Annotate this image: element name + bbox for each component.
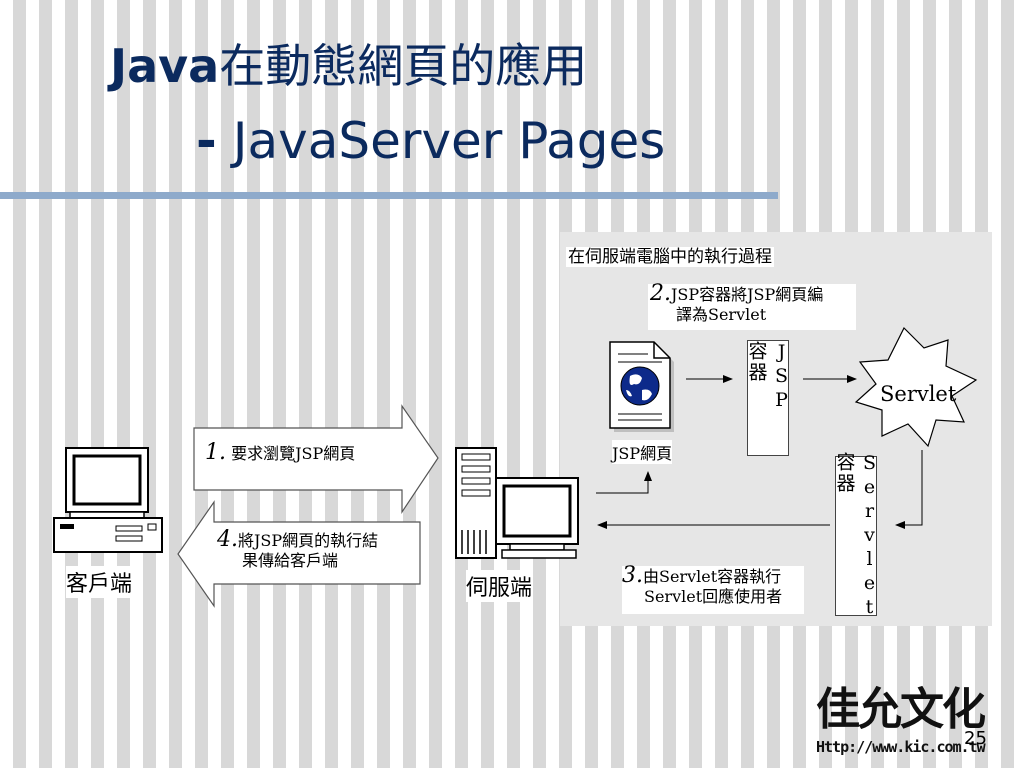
step2-label: 2.JSP容器將JSP網頁編 譯為Servlet: [648, 281, 856, 330]
server-panel-heading: 在伺服端電腦中的執行過程: [566, 247, 774, 267]
title-subtitle: JavaServer Pages: [232, 112, 666, 170]
logo-url: Http://www.kic.com.tw: [816, 738, 986, 756]
server-caption: 伺服端: [466, 570, 533, 602]
title-cjk: 在動態網頁的應用: [219, 39, 588, 93]
arrow-server-to-jsp-page: [596, 471, 652, 494]
step1-text: 要求瀏覽JSP網頁: [231, 444, 356, 463]
jsp-page-icon: [609, 341, 674, 432]
server-computer-icon: [455, 447, 579, 559]
step4-number: 4.: [217, 527, 238, 552]
step3-line2: Servlet回應使用者: [644, 587, 783, 606]
slide-title-line2: -JavaServer Pages: [196, 112, 665, 170]
step1-label: 1. 要求瀏覽JSP網頁: [205, 440, 355, 465]
title-underline: [0, 192, 778, 199]
step3-number: 3.: [622, 563, 643, 588]
publisher-logo: 佳允文化 Http://www.kic.com.tw: [816, 686, 1020, 766]
step1-number: 1.: [205, 440, 226, 465]
jsp-page-caption: JSP網頁: [612, 440, 673, 464]
step4-line2: 果傳給客戶端: [242, 551, 339, 570]
jsp-container-box: JSP 容器: [746, 340, 793, 456]
response-arrow: [177, 500, 421, 608]
page-number: 25: [964, 728, 987, 749]
servlet-label: Servlet: [880, 382, 957, 406]
servlet-container-box: Servlet 容器: [833, 452, 881, 620]
step2-line1: JSP容器將JSP網頁編: [671, 285, 824, 304]
step2-line2: 譯為Servlet: [676, 305, 767, 324]
step2-number: 2.: [650, 281, 671, 306]
title-dash: -: [196, 112, 217, 170]
title-java: Java: [110, 39, 220, 93]
step4-line1: 將JSP網頁的執行結: [238, 531, 379, 550]
slide-title-line1: Java在動態網頁的應用: [110, 30, 587, 96]
client-caption: 客戶端: [66, 566, 133, 598]
arrow-servlet-to-servlet-container: [895, 450, 923, 529]
client-computer-icon: [53, 447, 163, 553]
request-arrow: [193, 404, 439, 514]
step3-line1: 由Servlet容器執行: [643, 567, 782, 586]
step3-label: 3.由Servlet容器執行 Servlet回應使用者: [622, 563, 804, 614]
step4-label: 4.將JSP網頁的執行結 果傳給客戶端: [217, 527, 379, 571]
logo-wordmark: 佳允文化: [816, 684, 986, 735]
servlet-star: [854, 326, 978, 448]
